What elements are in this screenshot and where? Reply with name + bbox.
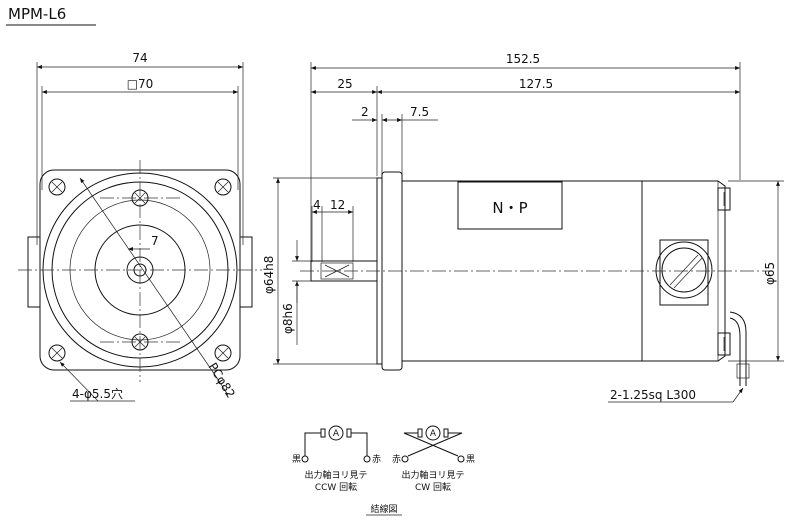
ccw-note: 出力軸ヨリ見テ bbox=[304, 469, 367, 481]
dim-flange-thickness-label: 7.5 bbox=[410, 105, 429, 119]
wiring-caption: 結線図 bbox=[370, 503, 397, 515]
drawing-title-block: MPM-L6 bbox=[6, 5, 96, 26]
dim-shaft-diameter-label: φ8h6 bbox=[281, 303, 295, 334]
dim-front-pcd: PCφ82 bbox=[79, 177, 238, 401]
dim-body-length-label: 127.5 bbox=[519, 77, 553, 91]
dim-shaft-diameter: φ8h6 bbox=[281, 240, 311, 345]
ccw-rotation: CCW 回転 bbox=[315, 482, 357, 493]
dim-key-offset-label: 4 bbox=[313, 198, 321, 212]
ccw-right-label: 赤 bbox=[372, 454, 381, 465]
dim-total-length-label: 152.5 bbox=[506, 52, 540, 66]
wiring-diagram-ccw: A 黒 赤 出力軸ヨリ見テ CCW 回転 bbox=[292, 425, 381, 493]
dim-front-pcd-label: PCφ82 bbox=[205, 360, 237, 400]
cw-note: 出力軸ヨリ見テ bbox=[401, 469, 464, 481]
side-terminals bbox=[717, 187, 731, 356]
wiring-diagram-cw: A 赤 黒 出力軸ヨリ見テ CW 回転 bbox=[392, 425, 475, 493]
dim-front-width-label: 74 bbox=[132, 51, 147, 65]
dim-flange: 2 7.5 bbox=[352, 105, 438, 176]
side-nameplate-label: N・P bbox=[492, 199, 527, 217]
dim-lead-wire-label: 2-1.25sq L300 bbox=[610, 388, 696, 402]
side-brush-holder bbox=[655, 239, 713, 306]
dim-front-square: □70 bbox=[41, 77, 239, 190]
dim-pilot-diameter-label: φ64h8 bbox=[262, 256, 276, 294]
dim-pilot-diameter: φ64h8 bbox=[262, 177, 377, 365]
dim-front-holes: 4-φ5.5穴 bbox=[59, 361, 135, 402]
dim-front-square-label: □70 bbox=[127, 77, 154, 91]
dim-body-diameter-label: φ65 bbox=[763, 262, 777, 285]
dim-front-key: 7 bbox=[128, 234, 159, 251]
dim-key-length-label: 12 bbox=[330, 198, 345, 212]
side-view: 152.5 25 127.5 2 7.5 bbox=[262, 52, 784, 403]
dim-total-length: 152.5 bbox=[310, 52, 741, 262]
front-left-boss bbox=[27, 236, 41, 308]
dim-front-key-label: 7 bbox=[151, 234, 159, 248]
cw-rotation: CW 回転 bbox=[415, 482, 451, 493]
front-view: 74 □70 bbox=[18, 51, 262, 402]
side-lead-wires: 2-1.25sq L300 bbox=[608, 311, 750, 403]
front-right-boss bbox=[239, 236, 253, 308]
dim-front-holes-label: 4-φ5.5穴 bbox=[72, 386, 123, 401]
front-mounting-holes bbox=[48, 178, 232, 362]
side-nameplate bbox=[457, 181, 563, 230]
wiring-caption-block: 結線図 bbox=[366, 503, 402, 516]
dim-front-width: 74 bbox=[36, 51, 244, 245]
dim-body-diameter: φ65 bbox=[728, 180, 784, 362]
dim-shaft-length-label: 25 bbox=[337, 77, 352, 91]
ccw-left-label: 黒 bbox=[292, 454, 301, 465]
dim-shaft-body: 25 127.5 bbox=[311, 77, 740, 176]
dim-key: 4 12 bbox=[311, 198, 354, 262]
cw-right-label: 黒 bbox=[466, 454, 475, 465]
dim-flange-step-label: 2 bbox=[361, 105, 369, 119]
drawing-title: MPM-L6 bbox=[8, 5, 66, 23]
motor-symbol-ccw: A bbox=[333, 429, 340, 439]
cw-left-label: 赤 bbox=[392, 454, 401, 465]
motor-symbol-cw: A bbox=[430, 429, 437, 439]
